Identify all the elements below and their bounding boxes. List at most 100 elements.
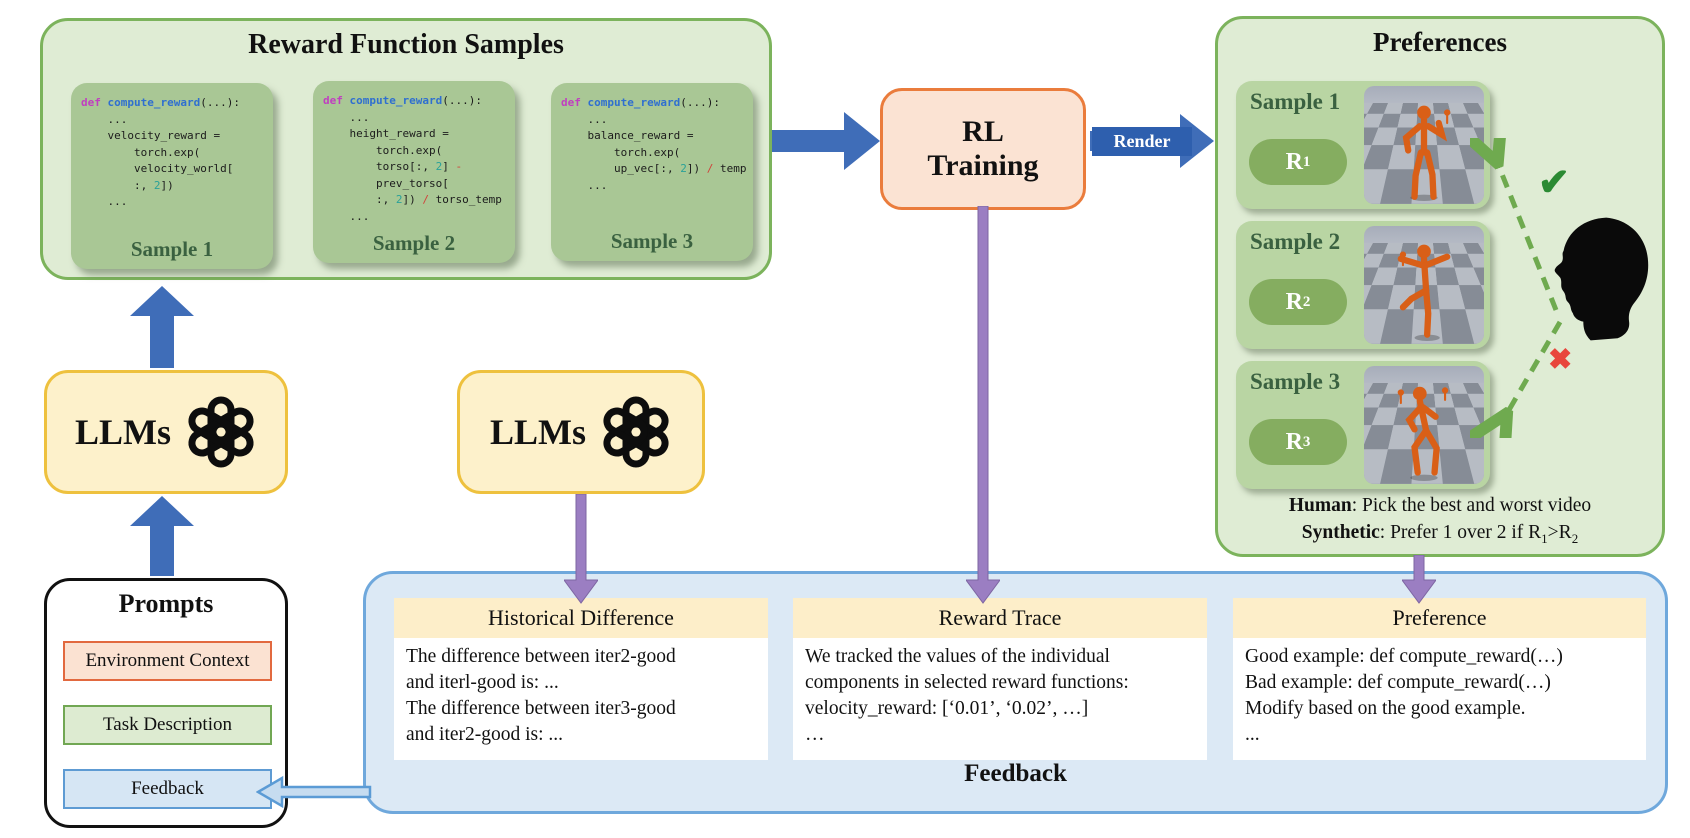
code-token: torch.exp( [561, 145, 681, 159]
code-line: ... [81, 112, 265, 129]
code-token: velocity_world[ [81, 162, 234, 175]
prompt-item-feedback: Feedback [63, 769, 272, 809]
pref-sample-2-label: Sample 2 [1250, 229, 1341, 254]
code-token: ] [442, 160, 456, 173]
code-token: (...): [200, 96, 240, 109]
synthetic-sub1: 1 [1541, 530, 1548, 546]
prompt-item-label: Task Description [102, 714, 232, 735]
code-token: def [81, 96, 108, 109]
code-line: :, 2]) [81, 178, 265, 195]
code-token: compute_reward [349, 94, 443, 107]
code-line: def compute_reward(...): [81, 95, 265, 112]
code-line: ... [81, 194, 265, 211]
code-token: compute_reward [107, 96, 201, 109]
rl-training-line2: Training [927, 149, 1039, 182]
feedback-card-body: The difference between iter2-good and it… [394, 638, 768, 760]
code-token: ]) [160, 178, 174, 192]
code-card-sample-2: def compute_reward(...): ... height_rewa… [313, 81, 515, 263]
code-token: - [455, 160, 463, 173]
llm-label: LLMs [74, 412, 171, 452]
openai-logo-icon [603, 396, 669, 468]
feedback-card-reward-trace: Reward Trace We tracked the values of th… [793, 598, 1207, 760]
llm-box-generator: LLMs [44, 370, 288, 494]
human-head-icon [1554, 217, 1649, 341]
code-token: ]) [402, 193, 423, 206]
best-choice-dashed-arrow [1494, 154, 1559, 311]
checker-floor [1364, 226, 1484, 243]
cross-icon: ✖ [1548, 344, 1573, 376]
prompts-panel: Prompts Environment Context Task Descrip… [44, 578, 288, 828]
feedback-card-historical-difference: Historical Difference The difference bet… [394, 598, 768, 760]
code-line: ... [561, 112, 745, 129]
synthetic-mid: >R [1547, 522, 1572, 543]
code-card-sample-3: def compute_reward(...): ... balance_rew… [551, 83, 753, 261]
sample-2-label: Sample 2 [372, 231, 456, 255]
code-token: ]) [686, 162, 707, 175]
code-token: :, [81, 178, 154, 192]
arrow-prompts-to-llm [130, 496, 194, 576]
preference-note-synthetic: Synthetic: Prefer 1 over 2 if R1>R2 [1218, 522, 1662, 547]
feedback-card-title: Reward Trace [793, 598, 1207, 638]
preference-note-human: Human: Pick the best and worst video [1218, 495, 1662, 517]
arrow-rl-to-reward-trace [966, 206, 1000, 604]
code-token: up_vec[:, [561, 162, 681, 175]
badge-text: R [1285, 428, 1303, 455]
code-token: (...): [680, 96, 720, 109]
code-token: compute_reward [587, 96, 681, 109]
synthetic-label: Synthetic [1301, 522, 1380, 543]
rl-training-line1: RL [962, 114, 1004, 148]
llm-label: LLMs [489, 412, 586, 452]
code-token: 2 [153, 178, 161, 192]
arrow-samples-to-rl [772, 112, 880, 170]
feedback-card-body: Good example: def compute_reward(…) Bad … [1233, 638, 1646, 760]
code-token: 2 [680, 162, 687, 175]
reward-samples-title: Reward Function Samples [248, 29, 564, 60]
feedback-card-body: We tracked the values of the individual … [793, 638, 1207, 760]
render-arrow-label: Render [1092, 127, 1192, 156]
humanoid-figure-icon [1397, 244, 1451, 341]
code-line: torch.exp( [323, 143, 507, 160]
feedback-card-title: Preference [1233, 598, 1646, 638]
code-line: prev_torso[ [323, 176, 507, 193]
openai-logo-icon [188, 396, 254, 468]
pref-sample-3-label: Sample 3 [1250, 369, 1341, 394]
code-line: balance_reward = [561, 128, 745, 145]
code-token: velocity_reward = [81, 129, 221, 142]
code-token: (...): [442, 94, 482, 107]
preference-choice-arrows [1470, 138, 1563, 438]
badge-sub: 2 [1302, 293, 1311, 310]
checker-floor [1364, 86, 1484, 103]
code-token: torch.exp( [323, 143, 443, 157]
human-text: : Pick the best and worst video [1351, 495, 1592, 516]
synthetic-sub2: 2 [1571, 530, 1579, 546]
humanoid-render-2 [1364, 226, 1484, 344]
code-token: prev_torso[ [323, 176, 449, 190]
code-token: height_reward = [323, 127, 449, 140]
synthetic-text: : Prefer 1 over 2 if R [1379, 522, 1542, 543]
code-line: ... [323, 209, 507, 226]
code-token: 2 [395, 193, 403, 206]
code-token: 2 [435, 160, 443, 173]
code-token: torso[:, [323, 160, 436, 173]
humanoid-figure-icon [1397, 386, 1449, 481]
prompt-item-environment-context: Environment Context [63, 641, 272, 681]
code-line: velocity_world[ [81, 161, 265, 178]
checker-floor [1364, 366, 1484, 383]
code-token: torso_temp [428, 193, 502, 206]
code-token: ... [561, 178, 608, 192]
sample-1-label: Sample 1 [130, 237, 214, 261]
arrow-llm-to-samples [130, 286, 194, 368]
code-token: ... [323, 209, 370, 223]
rl-training-box: RL Training [880, 88, 1086, 210]
human-label: Human [1288, 495, 1352, 516]
code-token: ... [561, 112, 608, 126]
code-line: torso[:, 2] - [323, 159, 507, 176]
code-line: ... [323, 110, 507, 127]
prompt-item-label: Environment Context [85, 650, 250, 671]
pref-sample-1-label: Sample 1 [1250, 89, 1341, 114]
